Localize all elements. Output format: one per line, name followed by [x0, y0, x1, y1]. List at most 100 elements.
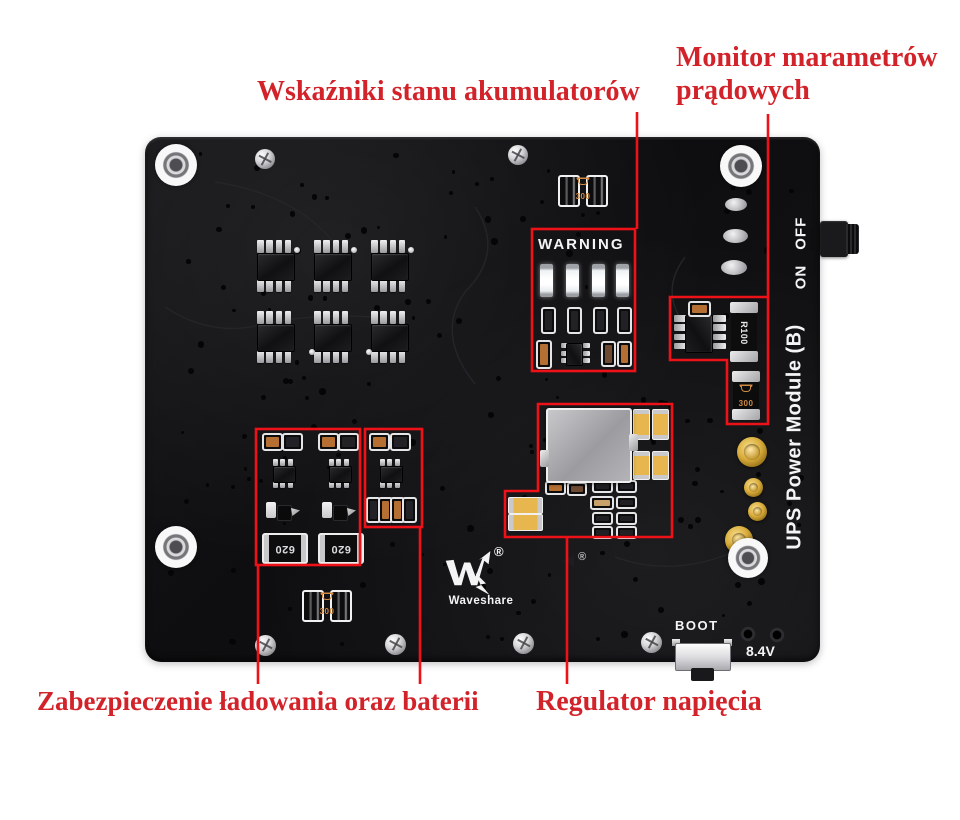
chip-pin [389, 311, 397, 324]
via [747, 600, 753, 606]
resistor [390, 433, 411, 451]
via [311, 194, 318, 200]
via [420, 552, 424, 557]
via [658, 607, 665, 614]
resistor [688, 301, 711, 317]
chip-pin [582, 357, 590, 363]
solder-blob [725, 198, 747, 211]
chip-pin [284, 311, 292, 324]
screw [255, 149, 275, 169]
via [758, 578, 765, 585]
via [488, 412, 494, 418]
chip-pin [332, 240, 340, 253]
chip-pin [266, 350, 273, 363]
via [467, 525, 474, 532]
screw [513, 633, 534, 654]
chip-body [685, 315, 713, 353]
chip-pin [257, 240, 264, 253]
via-bright [366, 349, 372, 355]
label-charging-battery-protection: Zabezpieczenie ładowania oraz baterii [37, 686, 479, 716]
via [287, 607, 292, 612]
fuse-icon [578, 179, 588, 185]
chip-body [371, 324, 409, 352]
resistor [541, 307, 556, 334]
solder-pad [590, 496, 614, 510]
via [392, 152, 399, 159]
via [188, 367, 195, 374]
chip-body [314, 324, 352, 352]
soic8-chip [255, 311, 295, 363]
on-off-silkscreen: ONOFF [792, 216, 810, 290]
chip-pin [332, 279, 340, 292]
chip-pin [371, 311, 378, 324]
chip-pin [266, 240, 273, 253]
chip-pin [379, 458, 385, 466]
chip-pin [332, 350, 340, 363]
via [282, 377, 290, 385]
via [530, 450, 535, 454]
solder-pad [592, 526, 613, 539]
via [216, 226, 222, 233]
soic8-chip [674, 313, 726, 353]
sot23-ic [379, 458, 403, 488]
via [366, 381, 371, 386]
via-bright [294, 247, 300, 253]
via [520, 216, 526, 222]
label-voltage-regulator: Regulator napięcia [536, 686, 762, 717]
solder-tab [540, 450, 549, 467]
via [735, 582, 741, 588]
via [344, 232, 352, 240]
via [548, 573, 552, 577]
resistor [545, 481, 566, 495]
status-led [616, 264, 629, 297]
chip-body [371, 253, 409, 281]
via [595, 210, 600, 215]
chip-body [314, 253, 352, 281]
via [487, 568, 494, 575]
fuse-marking: 300 [574, 179, 592, 204]
via [544, 377, 548, 382]
chip-pin [371, 240, 378, 253]
via [301, 375, 306, 381]
soic8-chip [369, 240, 409, 292]
power-resistor: 620 [318, 533, 364, 564]
switch-ridged-tip [846, 224, 859, 254]
status-led [592, 264, 605, 297]
via [360, 582, 367, 589]
fuse-cell [302, 590, 324, 622]
via [206, 483, 210, 487]
via [439, 485, 446, 492]
waveshare-logo-icon [445, 551, 491, 595]
via [241, 434, 247, 440]
label-battery-indicators: Wskaźniki stanu akumulatorów [257, 76, 640, 107]
fuse-cell [586, 175, 608, 207]
switch-stem [810, 228, 822, 250]
resistor [567, 482, 587, 496]
through-hole [740, 626, 756, 642]
via [491, 238, 498, 245]
chip-pin [266, 279, 273, 292]
module-name-silkscreen: UPS Power Module (B) [783, 324, 806, 550]
via [791, 457, 798, 463]
chip-pin [314, 279, 321, 292]
chip-body [257, 253, 295, 281]
chip-pin [341, 240, 349, 253]
via [405, 299, 411, 305]
solder-pad [616, 496, 637, 509]
through-hole [769, 627, 785, 643]
chip-pin [287, 458, 293, 466]
via [581, 212, 586, 218]
warning-silkscreen: WARNING [538, 236, 625, 253]
capacitor-yellow [633, 451, 650, 480]
chip-pin [389, 240, 397, 253]
via [490, 177, 494, 181]
chip-pin [398, 350, 406, 363]
via [798, 475, 805, 482]
chip-pin [398, 240, 406, 253]
chip-pin [280, 458, 285, 466]
via [260, 291, 267, 297]
capacitor [536, 340, 552, 369]
sot23-ic [328, 458, 352, 488]
via [425, 298, 431, 304]
via [763, 247, 770, 254]
